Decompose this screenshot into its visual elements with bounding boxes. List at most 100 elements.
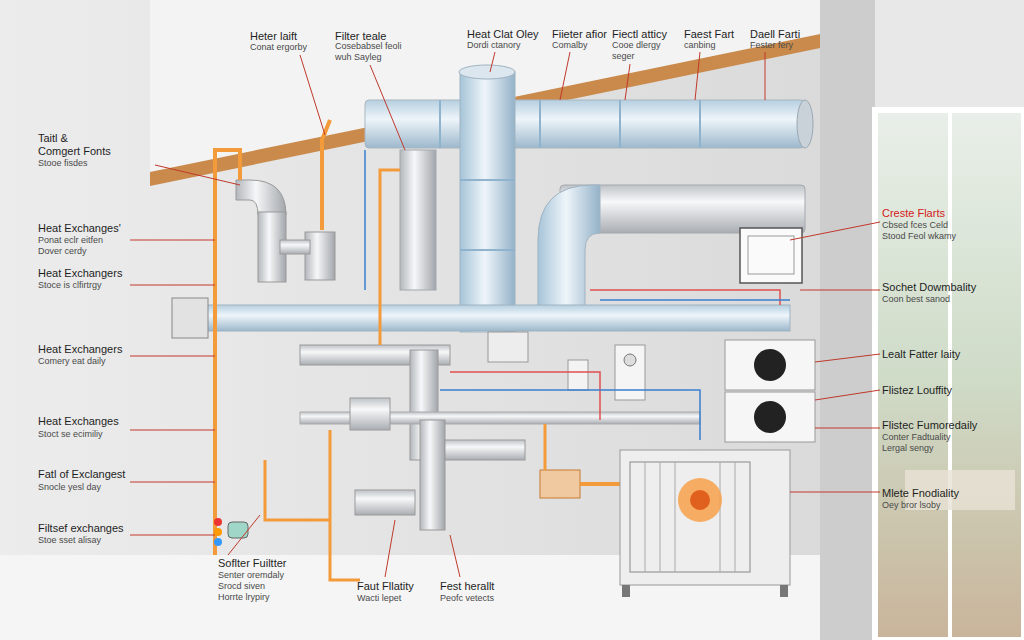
wire	[364, 150, 366, 290]
leader-line	[370, 65, 405, 150]
heater-coil	[540, 470, 580, 498]
leader-line	[130, 535, 215, 536]
air-handler	[740, 228, 802, 283]
fin	[735, 462, 736, 572]
duct-band	[539, 100, 541, 148]
callout-label: Fester fery	[750, 41, 793, 51]
leader-line	[130, 430, 215, 431]
sensor	[568, 360, 588, 390]
refrigerant-line	[322, 120, 330, 230]
wall-corner	[820, 0, 875, 640]
leader-line	[815, 390, 880, 400]
duct-band	[699, 100, 701, 148]
unit-foot	[622, 585, 630, 597]
fan-grille	[754, 401, 786, 433]
leader-line	[800, 290, 880, 291]
callout-label: Peofc vetects	[440, 594, 494, 604]
callout-label: Dover cerdy	[38, 247, 87, 257]
fin	[660, 462, 661, 572]
furnace-unit	[620, 450, 790, 585]
riser-duct	[460, 72, 515, 332]
intake-grille	[172, 298, 208, 338]
color-dot	[214, 528, 222, 536]
fin	[720, 462, 721, 572]
callout-label: Heat Exchangers	[38, 343, 122, 355]
duct-band	[439, 100, 441, 148]
callout-label: Sochet Dowmbality	[882, 281, 976, 293]
callout-label: Fiectl atticy	[612, 28, 667, 40]
callout-label: Filter teale	[335, 30, 386, 42]
callout-label: Dordi ctanory	[467, 41, 521, 51]
wire	[600, 299, 790, 301]
callout-label: canbing	[684, 41, 716, 51]
callout-label: Horrte lrypiry	[218, 593, 270, 603]
valve-box	[350, 398, 390, 430]
refrigerant-line	[330, 430, 360, 580]
callout-label: Flistec Fumoredaily	[882, 419, 977, 431]
leader-line	[130, 240, 215, 241]
control-box	[488, 332, 528, 362]
duct-end	[797, 100, 813, 148]
leader-line	[130, 356, 215, 357]
floor-pipe	[355, 490, 415, 515]
callout-label: Faest Fart	[684, 28, 734, 40]
leader-line	[815, 428, 880, 429]
wire	[450, 372, 600, 420]
callout-label: Stooe fisdes	[38, 159, 88, 169]
callout-label: Senter oremdaly	[218, 571, 284, 581]
leader-line	[385, 520, 395, 577]
callout-label: Lealt Fatter laity	[882, 348, 960, 360]
callout-label: Fatl of Exclangest	[38, 468, 125, 480]
callout-label: Soflter Fuiltter	[218, 557, 286, 569]
callout-label: Heat Exchanges	[38, 415, 119, 427]
callout-label: Heat Exchanges'	[38, 222, 121, 234]
callout-label: Oey bror lsoby	[882, 501, 941, 511]
callout-label: wuh Sayleg	[335, 53, 382, 63]
color-dot	[214, 538, 222, 546]
main-pipe	[175, 305, 790, 331]
leader-line	[790, 492, 880, 493]
floor-branch	[445, 440, 525, 460]
leader-line	[765, 52, 766, 100]
callout-label: Stood Feol wkamy	[882, 232, 956, 242]
handler-panel	[748, 236, 794, 274]
callout-label: Stoce is clfirtrgy	[38, 281, 102, 291]
callout-label: Fest herallt	[440, 580, 494, 592]
callout-label: Comalby	[552, 41, 588, 51]
callout-label: Coon best sanod	[882, 295, 950, 305]
leader-line	[815, 354, 880, 362]
callout-label: Taitl &	[38, 132, 68, 144]
wall-top	[875, 0, 1024, 110]
callout-label: Daell Farti	[750, 28, 800, 40]
duct-band	[619, 100, 621, 148]
wire	[440, 390, 700, 440]
unit-foot	[780, 585, 788, 597]
callout-label: Cooe dlergy	[612, 41, 661, 51]
callout-label: Srocd siven	[218, 582, 265, 592]
heat-core	[690, 490, 710, 510]
callout-label: Comgert Fonts	[38, 145, 111, 157]
callout-label: Heat Exchangers	[38, 267, 122, 279]
leader-line	[130, 285, 215, 286]
callout-label: Filtsef exchanges	[38, 522, 124, 534]
leader-line	[560, 52, 570, 100]
window-view	[875, 110, 1024, 640]
callout-label: Heter laift	[250, 30, 297, 42]
callout-label: Cbsed fces Celd	[882, 221, 948, 231]
duct-cap	[459, 65, 515, 79]
window-mullion	[948, 110, 952, 640]
refrigerant-line	[380, 170, 400, 345]
pipe-elbow	[236, 180, 286, 215]
callout-label: Heat Clat Oley	[467, 28, 539, 40]
callout-label: Stoe sset alisay	[38, 536, 101, 546]
leader-line	[625, 64, 630, 100]
fan-unit	[725, 340, 815, 390]
pipe-joint	[280, 240, 310, 254]
callout-label: Conter Fadtuality	[882, 433, 951, 443]
small-device	[228, 522, 248, 538]
leader-line	[130, 482, 215, 483]
panel-duct	[400, 150, 436, 290]
leader-line	[300, 55, 325, 135]
